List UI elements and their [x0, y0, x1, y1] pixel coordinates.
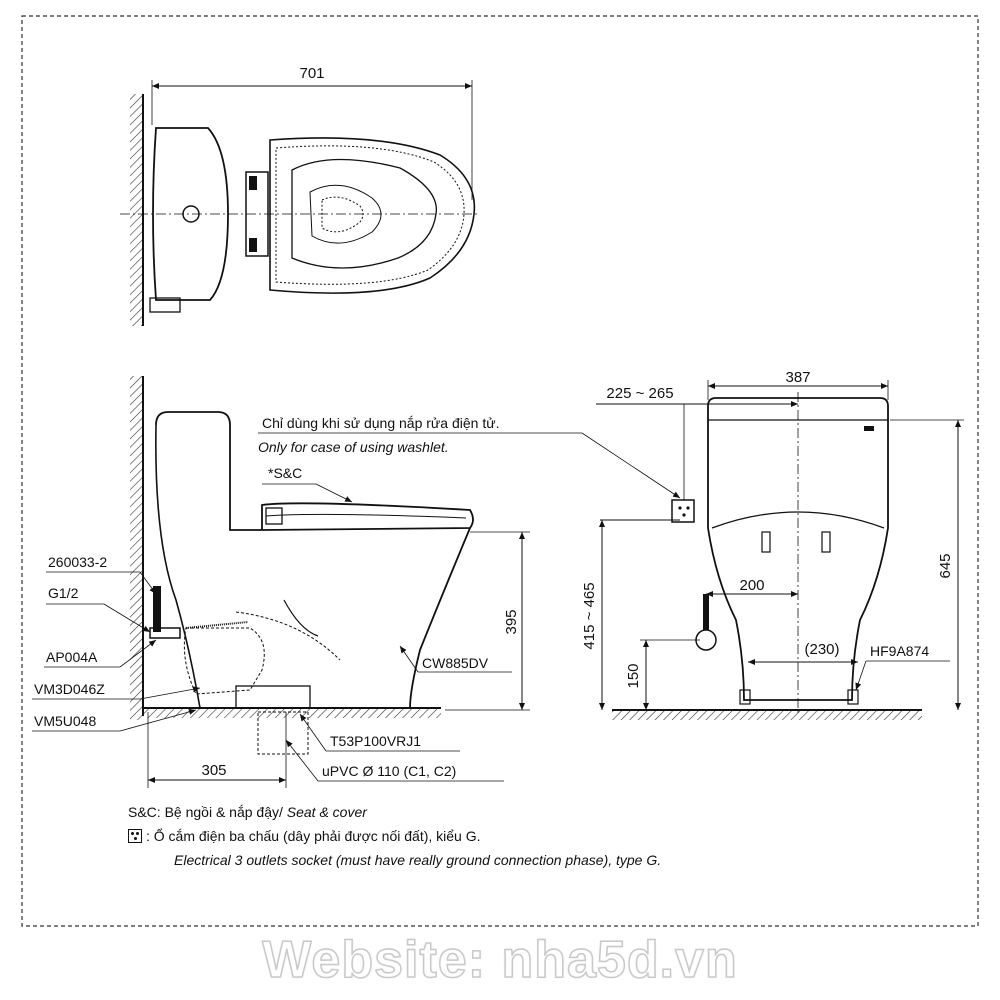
frame-border	[21, 15, 979, 927]
dim-645: 645	[937, 553, 954, 578]
pipe-label: uPVC Ø 110 (C1, C2)	[322, 763, 456, 779]
part-vm3d046z: VM3D046Z	[34, 681, 105, 697]
dim-230: (230)	[804, 641, 839, 658]
legend-socket-en: Electrical 3 outlets socket (must have r…	[174, 852, 662, 868]
dim-socket-range: 225 ~ 265	[606, 385, 673, 402]
seat-label: *S&C	[268, 465, 302, 481]
part-g12: G1/2	[48, 585, 79, 601]
top-view: 701	[120, 65, 480, 326]
front-view: 387 225 ~ 265 645 415 ~ 465 150 200 (230…	[581, 369, 964, 720]
watermark: Website: nha5d.vn	[262, 930, 738, 990]
washlet-note-vi: Chỉ dùng khi sử dụng nắp rửa điện tử.	[262, 415, 499, 431]
dim-150: 150	[625, 663, 642, 688]
dim-395: 395	[503, 609, 520, 634]
dim-socket-height: 415 ~ 465	[581, 582, 598, 649]
part-260033-2: 260033-2	[48, 554, 107, 570]
legend-sc-en: Seat & cover	[286, 804, 367, 820]
bowl-label: CW885DV	[422, 655, 489, 671]
socket-icon	[128, 829, 142, 843]
part-vm5u048: VM5U048	[34, 713, 96, 729]
flange-label: T53P100VRJ1	[330, 733, 421, 749]
dim-387: 387	[785, 369, 810, 386]
side-view: 305 395 Chỉ dùng khi sử dụng nắp rửa điệ…	[32, 376, 681, 788]
legend-socket-vi: : Ổ cắm điện ba chấu (dây phải được nối …	[146, 828, 481, 844]
dim-305: 305	[201, 762, 226, 779]
bolt-label: HF9A874	[870, 643, 929, 659]
legend-sc-prefix: S&C: Bệ ngồi & nắp đậy/	[128, 804, 287, 820]
dim-701: 701	[299, 65, 324, 82]
washlet-note-en: Only for case of using washlet.	[258, 439, 449, 455]
part-ap004a: AP004A	[46, 649, 98, 665]
dim-200: 200	[739, 577, 764, 594]
legend: S&C: Bệ ngồi & nắp đậy/ Seat & cover : Ổ…	[128, 800, 661, 872]
